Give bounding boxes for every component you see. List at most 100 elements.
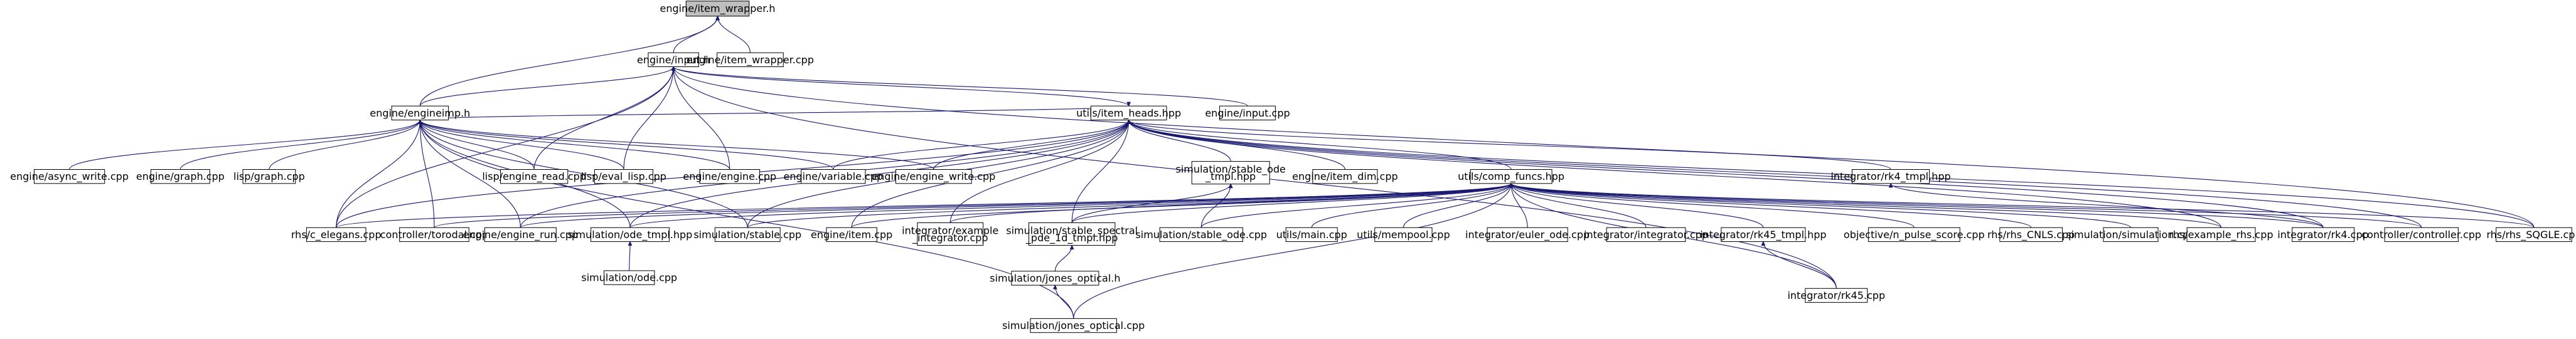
- include-edge-line: [1510, 183, 2535, 228]
- file-node-label: integrator/rk45_tmpl.hpp: [1700, 229, 1826, 241]
- include-edge-line: [434, 183, 1512, 228]
- include-edge: [1509, 182, 2422, 228]
- file-node-label: controller/controller.cpp: [2361, 229, 2481, 241]
- file-node-label: engine/engine.cpp: [683, 170, 776, 182]
- file-node-rk4-tmpl-hpp[interactable]: integrator/rk4_tmpl.hpp: [1830, 169, 1951, 184]
- file-node-simulation-cpp[interactable]: simulation/simulation.cpp: [2066, 227, 2196, 243]
- include-edge-line: [419, 120, 730, 170]
- include-edge-arrowhead: [1509, 182, 1514, 188]
- include-edge-arrowhead: [1126, 102, 1131, 107]
- include-edge: [1126, 119, 1512, 170]
- file-node-engine-read-cpp[interactable]: lisp/engine_read.cpp: [482, 169, 586, 184]
- file-node-engineimp-h[interactable]: engine/engineimp.h: [370, 105, 470, 120]
- file-node-euler-ode-cpp[interactable]: integrator/euler_ode.cpp: [1465, 227, 1590, 243]
- file-node-box: [399, 227, 469, 243]
- include-edge-arrowhead: [1228, 183, 1233, 189]
- file-node-async-write-cpp[interactable]: engine/async_write.cpp: [10, 169, 129, 184]
- file-node-input-cpp[interactable]: engine/input.cpp: [1205, 105, 1290, 120]
- include-edge-line: [1128, 120, 2324, 228]
- include-edge: [629, 182, 1514, 228]
- include-edge-line: [717, 16, 751, 53]
- include-edge: [673, 15, 720, 53]
- file-node-engine-graph-cpp[interactable]: engine/graph.cpp: [136, 169, 225, 184]
- include-edge-line: [1890, 183, 2324, 228]
- file-node-stable-ode-cpp[interactable]: simulation/stable_ode.cpp: [1135, 227, 1267, 243]
- edge-layer: [69, 15, 2535, 319]
- file-node-box: [1090, 105, 1167, 120]
- file-node-label: engine/variable.cpp: [783, 170, 883, 182]
- file-node-item-wrapper-cpp[interactable]: engine/item_wrapper.cpp: [687, 52, 814, 67]
- file-node-label: lisp/eval_lisp.cpp: [581, 170, 666, 183]
- include-edge-line: [69, 120, 420, 170]
- include-edge-line: [673, 66, 1248, 107]
- file-node-rk45-tmpl-hpp[interactable]: integrator/rk45_tmpl.hpp: [1700, 227, 1827, 243]
- include-edge-line: [1311, 183, 1512, 228]
- file-node-engine-cpp[interactable]: engine/engine.cpp: [683, 169, 776, 184]
- include-edge-line: [419, 120, 435, 228]
- file-node-label: engine/graph.cpp: [136, 170, 225, 182]
- file-node-box: [1030, 318, 1117, 333]
- include-edge-arrowhead: [1888, 182, 1893, 188]
- include-edge: [671, 66, 1248, 107]
- file-node-label: simulation/stable.cpp: [693, 229, 801, 241]
- file-node-label: _pde_1d_tmpl.hpp: [1025, 232, 1118, 244]
- file-node-ode-tmpl-hpp[interactable]: simulation/ode_tmpl.hpp: [568, 227, 693, 243]
- file-node-box: [2292, 227, 2354, 243]
- file-node-stable-ode-tmpl-hpp[interactable]: simulation/stable_ode_tmpl.hpp: [1175, 161, 1286, 185]
- file-node-variable-cpp[interactable]: engine/variable.cpp: [783, 169, 883, 184]
- file-node-rk45-cpp[interactable]: integrator/rk45.cpp: [1787, 288, 1885, 303]
- include-edge-line: [673, 66, 2535, 228]
- include-edge: [1054, 244, 1074, 271]
- file-node-controller-cpp[interactable]: controller/controller.cpp: [2361, 227, 2481, 243]
- file-node-item-wrapper-h[interactable]: engine/item_wrapper.h: [660, 1, 776, 17]
- include-edge: [671, 66, 2535, 228]
- file-node-box: [1999, 227, 2063, 243]
- include-edge-arrowhead: [1069, 244, 1074, 250]
- file-node-pulse-score-cpp[interactable]: objective/n_pulse_score.cpp: [1844, 227, 1985, 243]
- include-edge: [1071, 182, 1514, 223]
- include-edge-line: [1054, 245, 1072, 271]
- file-node-label: objective/n_pulse_score.cpp: [1844, 229, 1985, 241]
- file-node-item-cpp[interactable]: engine/item.cpp: [811, 227, 892, 243]
- file-node-label: integrator/rk4_tmpl.hpp: [1830, 170, 1950, 183]
- include-edge: [1888, 182, 2324, 228]
- file-node-label: engine/item_wrapper.h: [660, 3, 775, 15]
- file-node-item-heads-hpp[interactable]: utils/item_heads.hpp: [1076, 105, 1181, 120]
- file-node-label: engine/item.cpp: [811, 229, 892, 241]
- file-node-rk4-cpp[interactable]: integrator/rk4.cpp: [2277, 227, 2369, 243]
- include-edge-line: [1128, 120, 1512, 170]
- file-node-lisp-graph-cpp[interactable]: lisp/graph.cpp: [233, 169, 305, 184]
- file-node-box: [1721, 227, 1806, 243]
- include-edge-line: [1510, 183, 2422, 228]
- file-node-label: _tmpl.hpp: [1205, 170, 1256, 183]
- file-node-ode-cpp[interactable]: simulation/ode.cpp: [581, 270, 677, 285]
- file-node-mempool-cpp[interactable]: utils/mempool.cpp: [1357, 227, 1450, 243]
- file-node-label: simulation/jones_optical.h: [990, 272, 1120, 284]
- file-node-eval-lisp-cpp[interactable]: lisp/eval_lisp.cpp: [581, 169, 666, 184]
- include-edge-line: [1128, 120, 1231, 162]
- file-node-integrator-cpp[interactable]: integrator/integrator.cpp: [1584, 227, 1708, 243]
- file-node-cnls-cpp[interactable]: rhs/rhs_CNLS.cpp: [1987, 227, 2075, 243]
- file-node-utils-main-cpp[interactable]: utils/main.cpp: [1276, 227, 1347, 243]
- file-node-jones-optical-h[interactable]: simulation/jones_optical.h: [990, 271, 1121, 286]
- file-node-engine-run-cpp[interactable]: engine/engine_run.cpp: [463, 227, 579, 243]
- file-node-torodal-cpp[interactable]: controller/torodal.cpp: [380, 227, 488, 243]
- include-edge-line: [520, 183, 1512, 228]
- file-node-label: utils/item_heads.hpp: [1076, 107, 1181, 120]
- file-node-label: simulation/stable_spectral: [1006, 224, 1138, 237]
- file-node-comp-funcs-hpp[interactable]: utils/comp_funcs.hpp: [1458, 169, 1564, 184]
- include-edge: [418, 119, 435, 228]
- file-node-sqgle-cpp[interactable]: rhs/rhs_SQGLE.cpp: [2486, 227, 2576, 243]
- include-edge-line: [629, 120, 1130, 228]
- file-node-label: utils/main.cpp: [1276, 229, 1347, 241]
- include-edge-line: [419, 16, 719, 107]
- file-node-stable-cpp[interactable]: simulation/stable.cpp: [693, 227, 801, 243]
- file-node-engine-write-cpp[interactable]: engine/engine_write.cpp: [872, 169, 995, 184]
- file-node-c-elegans-cpp[interactable]: rhs/c_elegans.cpp: [291, 227, 382, 243]
- file-node-example-rhs-cpp[interactable]: rhs/example_rhs.cpp: [2169, 227, 2274, 243]
- file-node-example-integrator-cpp[interactable]: integrator/example_integrator.cpp: [902, 222, 998, 246]
- file-node-item-dim-cpp[interactable]: engine/item_dim.cpp: [1292, 169, 1398, 184]
- file-node-input-h[interactable]: engine/input.h: [637, 52, 710, 67]
- file-node-stable-spectral-hpp[interactable]: simulation/stable_spectral_pde_1d_tmpl.h…: [1006, 222, 1138, 246]
- file-node-jones-optical-cpp[interactable]: simulation/jones_optical.cpp: [1002, 318, 1145, 333]
